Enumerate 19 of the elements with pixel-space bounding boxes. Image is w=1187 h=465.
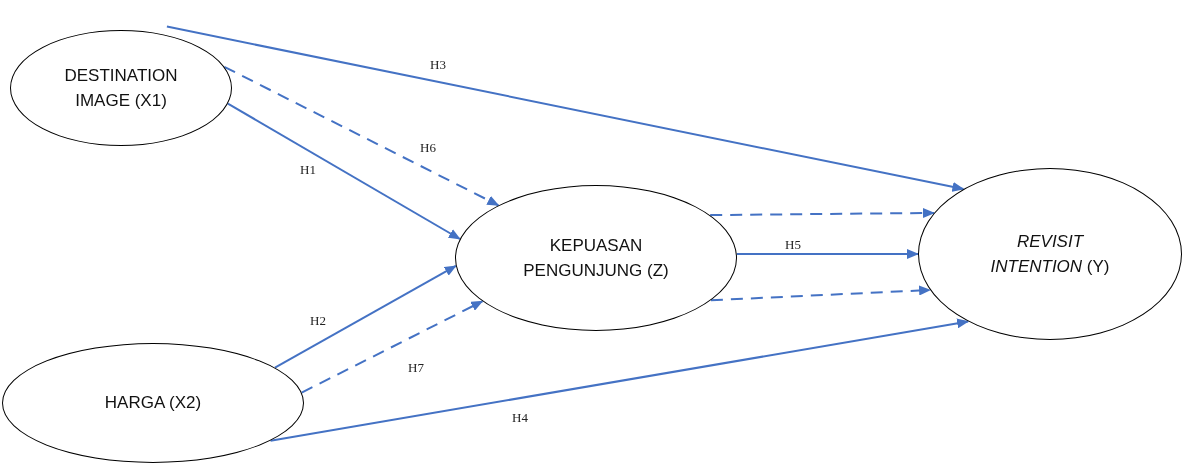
edge-label: H5: [785, 237, 801, 253]
arrow: [223, 65, 500, 207]
arrow: [735, 249, 919, 259]
edge-label: H4: [512, 410, 528, 426]
arrow: [300, 300, 484, 394]
edge-label: H3: [430, 57, 446, 73]
arrow: [165, 25, 965, 192]
arrow: [274, 264, 457, 369]
construct-label: DESTINATION IMAGE (X1): [63, 64, 179, 112]
edge-label: H7: [408, 360, 424, 376]
arrow: [709, 208, 935, 218]
edge-label: H1: [300, 162, 316, 178]
construct-label: KEPUASAN PENGUNJUNG (Z): [522, 234, 670, 282]
construct-label: HARGA (X2): [104, 392, 202, 415]
arrow: [709, 285, 932, 302]
construct-label: REVISIT INTENTION (Y): [989, 230, 1111, 278]
arrow: [269, 318, 970, 442]
edge-label: H6: [420, 140, 436, 156]
edge-label: H2: [310, 313, 326, 329]
